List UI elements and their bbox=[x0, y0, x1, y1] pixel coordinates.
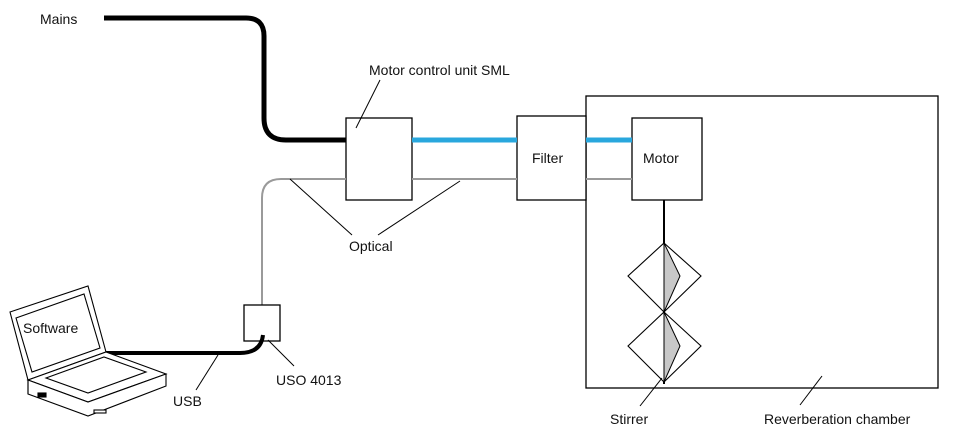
filter-label: Filter bbox=[532, 150, 563, 166]
optical-fiber-uso-mcu bbox=[261, 178, 346, 305]
uso-leader bbox=[267, 339, 295, 367]
usb-leader bbox=[195, 354, 219, 391]
optical-leader-right bbox=[377, 180, 461, 236]
mains-cable bbox=[104, 15, 346, 143]
optical-label: Optical bbox=[349, 238, 393, 254]
motor-control-unit-label: Motor control unit SML bbox=[369, 62, 510, 78]
stirrer-label: Stirrer bbox=[610, 411, 648, 427]
uso-label: USO 4013 bbox=[276, 372, 342, 388]
stirrer-blades bbox=[627, 242, 702, 383]
usb-label: USB bbox=[173, 393, 202, 409]
software-label: Software bbox=[23, 320, 78, 336]
chamber-label: Reverberation chamber bbox=[764, 411, 911, 427]
stirrer-leader bbox=[639, 377, 663, 407]
mains-label: Mains bbox=[40, 11, 77, 27]
usb-cable bbox=[106, 334, 265, 355]
chamber-leader bbox=[799, 375, 823, 406]
optical-leader-left bbox=[289, 178, 353, 236]
motor-control-unit-leader bbox=[355, 79, 381, 129]
motor-label: Motor bbox=[643, 150, 679, 166]
laptop-icon bbox=[9, 285, 168, 417]
motor-control-unit-box bbox=[345, 117, 413, 201]
motor-box bbox=[631, 117, 703, 201]
filter-box bbox=[516, 115, 587, 201]
